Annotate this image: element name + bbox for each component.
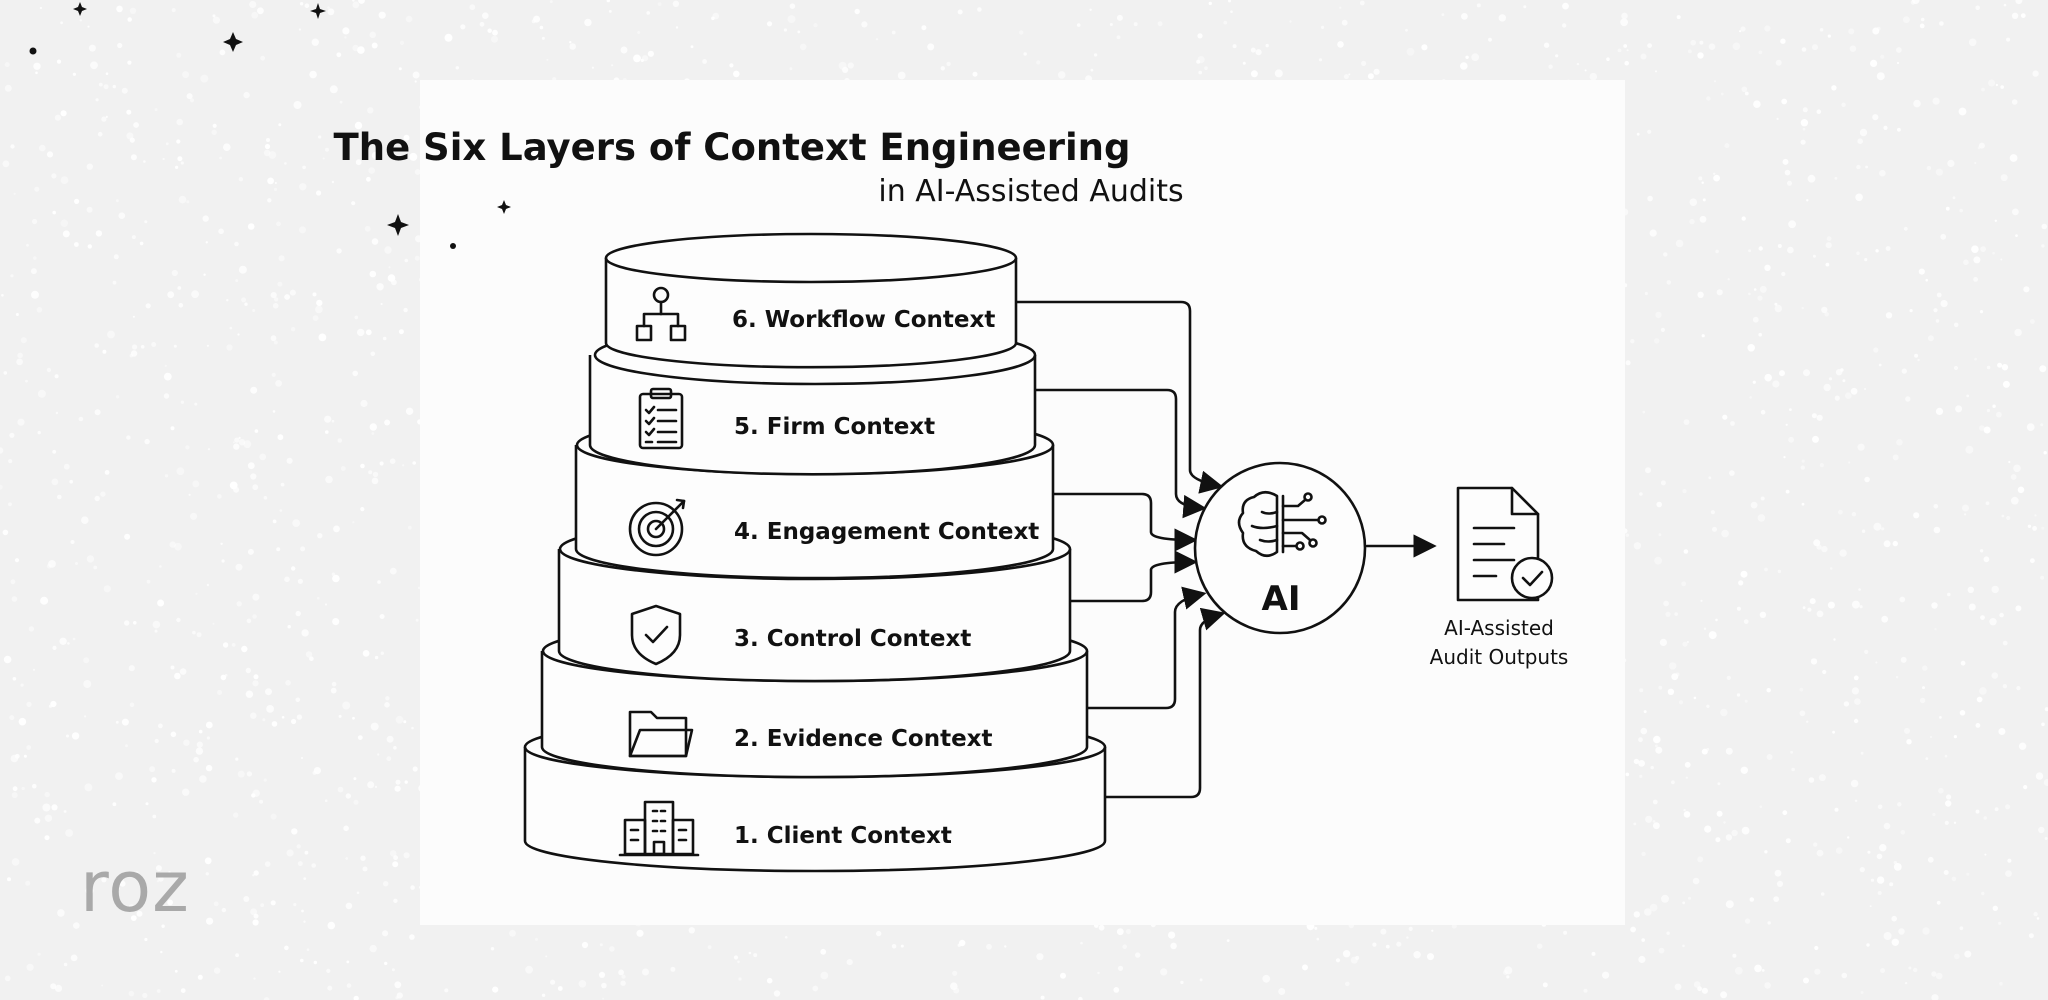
checklist-icon [638, 387, 684, 450]
folder-icon [628, 710, 694, 758]
diagram-subtitle: in AI-Assisted Audits [878, 174, 1183, 209]
shield-check-icon [630, 604, 682, 666]
output-label-line2: Audit Outputs [1430, 645, 1569, 669]
output-label-line1: AI-Assisted [1444, 616, 1554, 640]
document-check-icon [1456, 486, 1554, 602]
diagram-title: The Six Layers of Context Engineering [334, 126, 1131, 169]
ai-hub-label: AI [1262, 579, 1301, 619]
brand-logo: roz [80, 846, 190, 928]
layer-4-label: 4. Engagement Context [734, 519, 1039, 545]
layer-6-label: 6. Workflow Context [732, 307, 995, 333]
layer-2-label: 2. Evidence Context [734, 726, 993, 752]
hierarchy-icon [635, 286, 687, 342]
layer-5-label: 5. Firm Context [734, 414, 935, 440]
layer-connectors [1014, 300, 1226, 799]
layer-6-workflow: 6. Workflow Context [604, 232, 1018, 369]
ai-hub: AI [1193, 461, 1367, 635]
sparkles-decoration [29, 2, 511, 249]
building-icon [618, 800, 700, 857]
layer-3-label: 3. Control Context [734, 626, 971, 652]
target-icon [628, 498, 686, 557]
brain-circuit-icon [1237, 490, 1327, 558]
layer-1-label: 1. Client Context [734, 823, 952, 849]
